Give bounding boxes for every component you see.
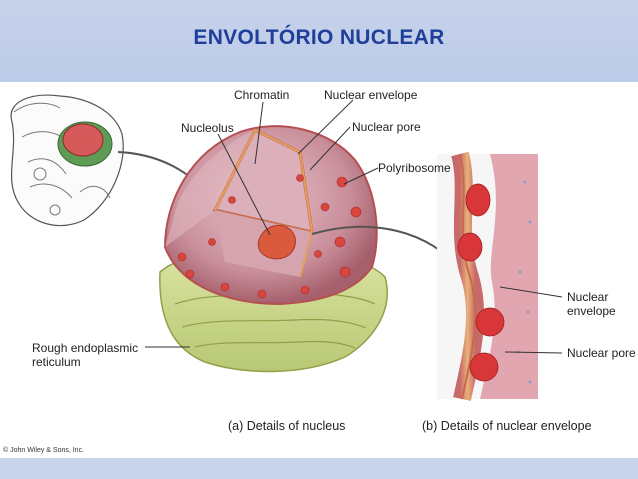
- nucleolus-shape: [257, 224, 296, 260]
- label-nuclear-pore-top: Nuclear pore: [352, 120, 421, 134]
- label-polyribosome: Polyribosome: [378, 161, 451, 175]
- title-band: [0, 0, 638, 82]
- label-nuclear-envelope-right-line2: envelope: [567, 304, 616, 318]
- copyright-text: © John Wiley & Sons, Inc.: [3, 447, 85, 454]
- label-nuclear-envelope-top: Nuclear envelope: [324, 88, 418, 102]
- envelope-detail-shape: [437, 151, 538, 401]
- slide-title: ENVOLTÓRIO NUCLEAR: [193, 26, 445, 49]
- label-rough-er-line1: Rough endoplasmic: [32, 341, 139, 355]
- footer-band: [0, 458, 638, 479]
- label-rough-er-line2: reticulum: [32, 355, 81, 369]
- label-chromatin: Chromatin: [234, 88, 290, 102]
- label-nuclear-envelope-right-line1: Nuclear: [567, 290, 609, 304]
- cell-overview-icon: [10, 94, 124, 227]
- label-nuclear-pore-right: Nuclear pore: [567, 346, 636, 360]
- caption-b: (b) Details of nuclear envelope: [422, 419, 592, 433]
- label-nucleolus: Nucleolus: [181, 121, 234, 135]
- caption-a: (a) Details of nucleus: [228, 419, 346, 433]
- nucleus-illustration: [10, 94, 563, 401]
